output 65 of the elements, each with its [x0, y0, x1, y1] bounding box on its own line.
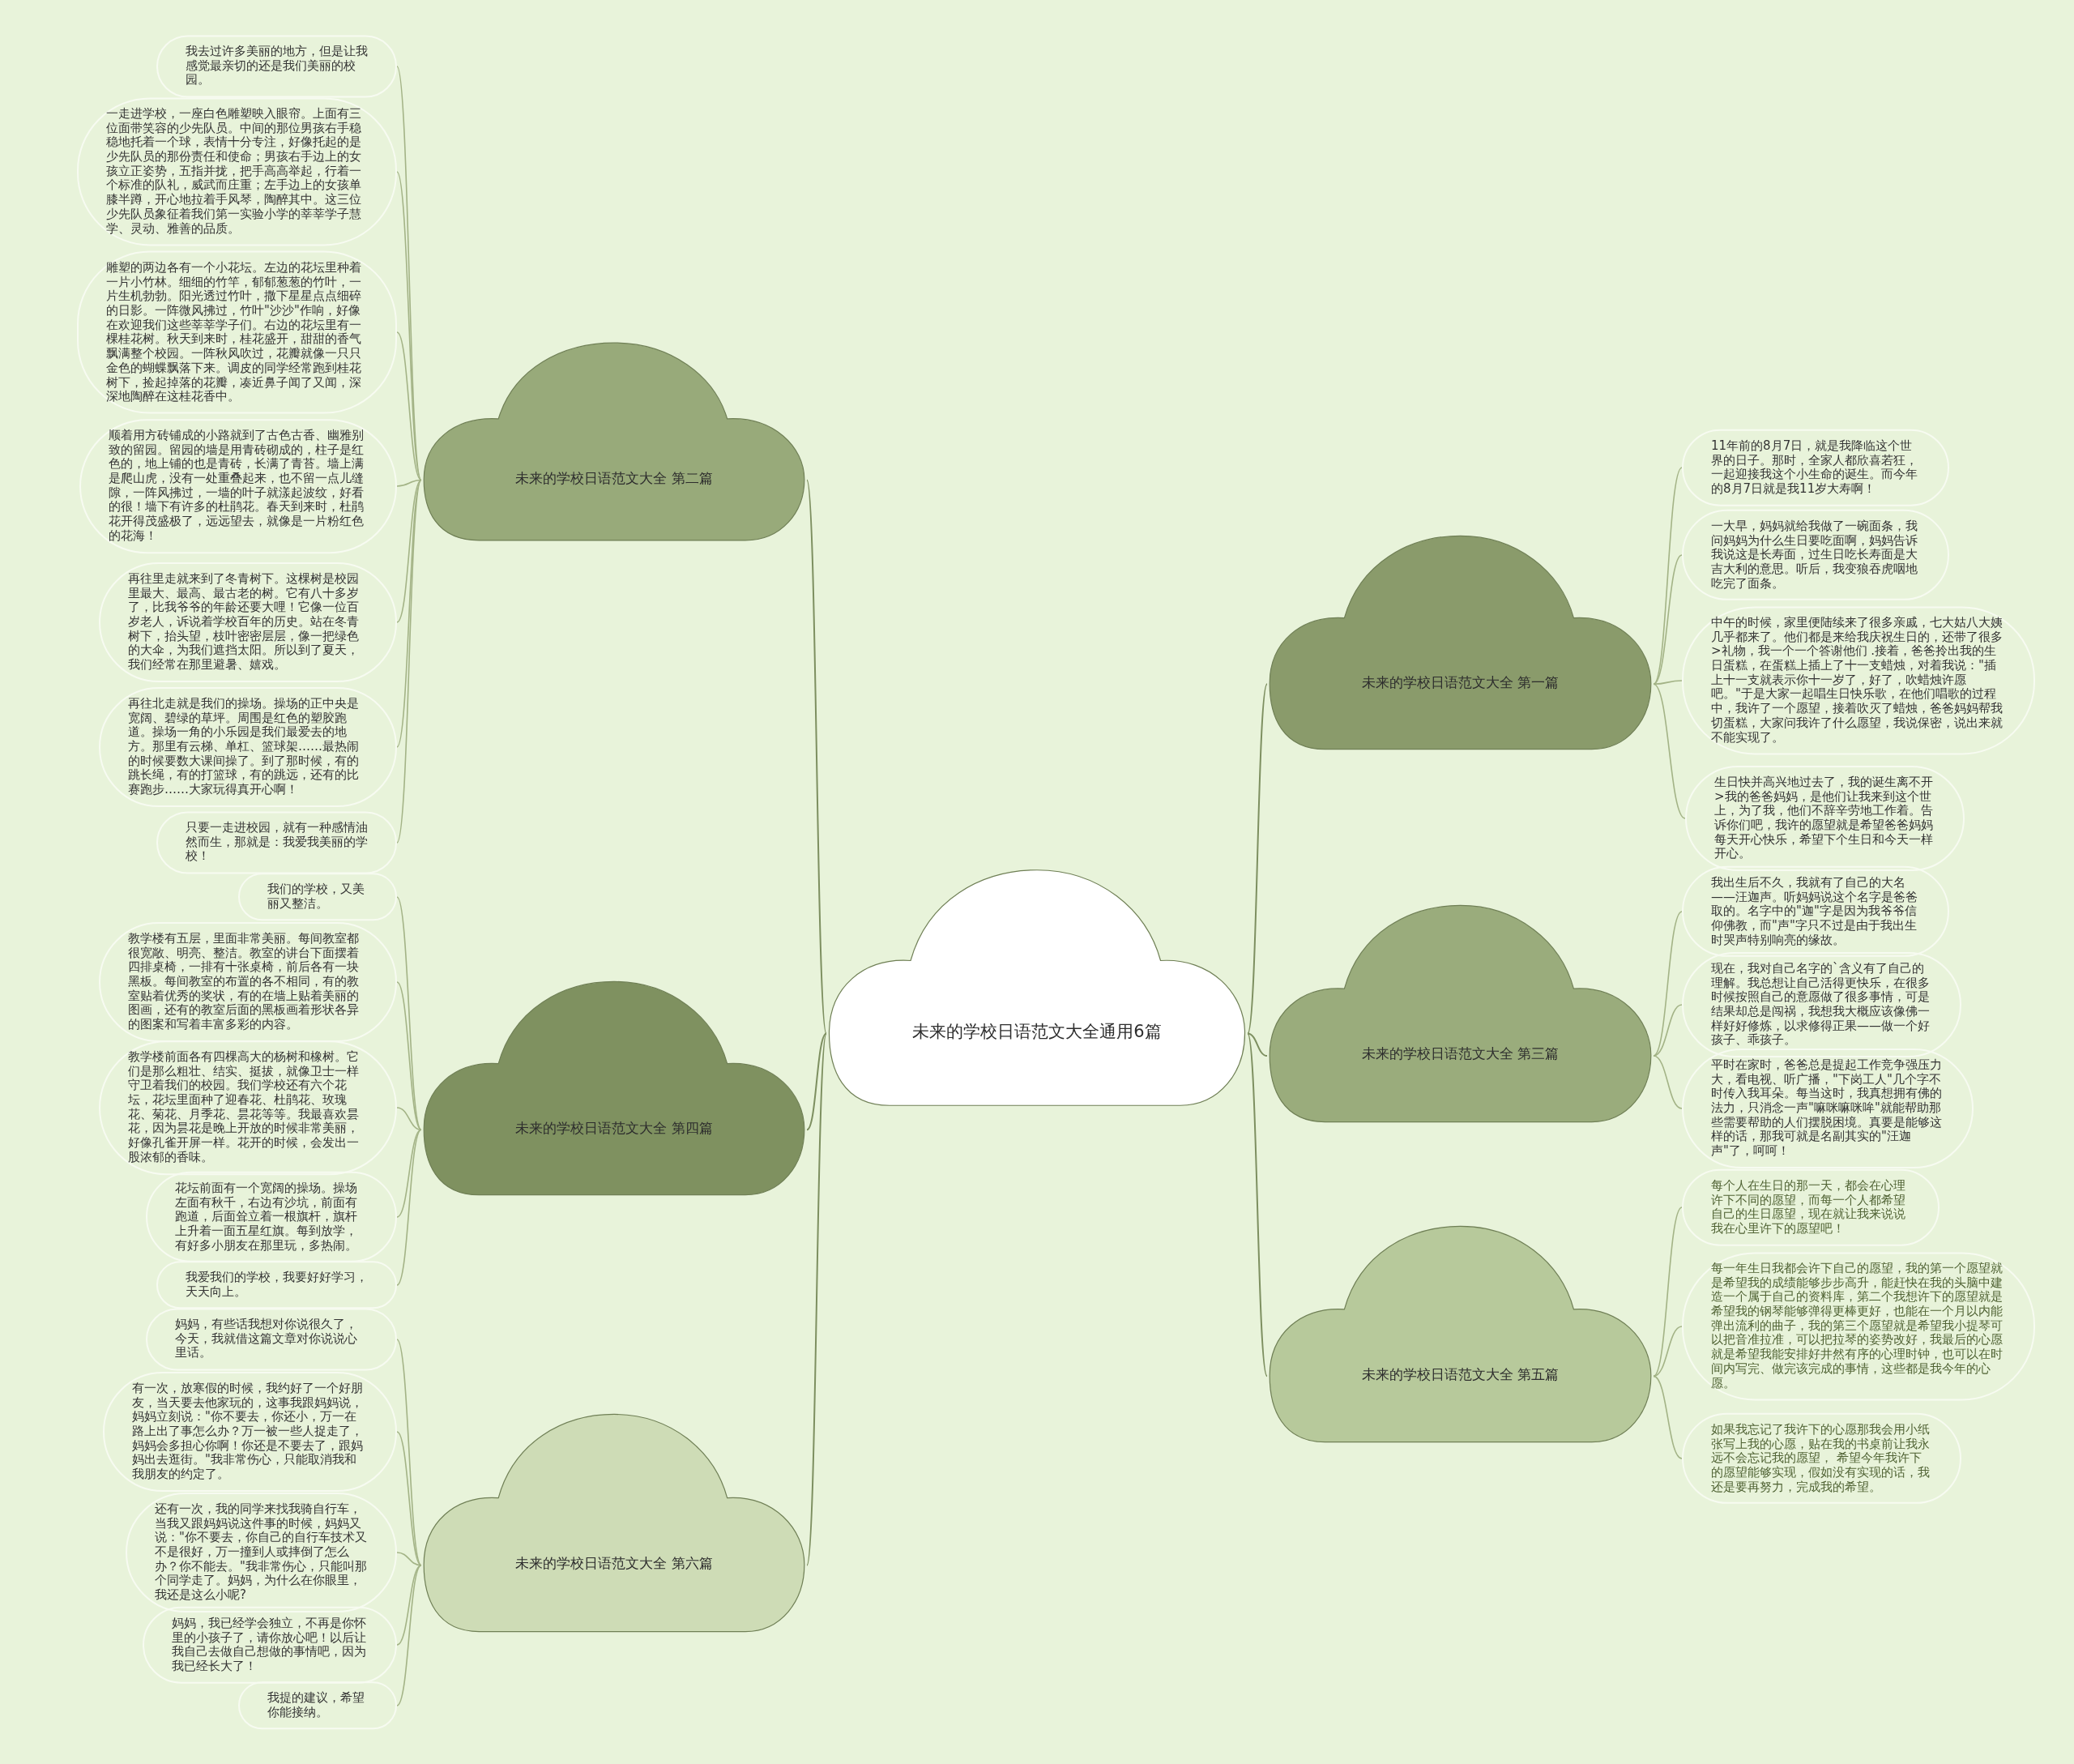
connector-line — [396, 1129, 422, 1218]
connector-line — [1653, 1326, 1683, 1377]
text-bubble: 中午的时候，家里便陆续来了很多亲戚，七大姑八大姨几乎都来了。他们都是来给我庆祝生日的，还带了很多>礼物，我一个一个答谢他们 .接着，爸爸拎出我的生日蛋糕，在蛋糕上插上了十一支蜡烛，对着我说："插上十一支就表示你十一岁了，好了，吹蜡烛许愿吧。"于是大家一起唱生日快乐歌，在他们唱歌的过程中，我许了一个愿望，接着吹灭了蜡烛，爸爸妈妈帮我切蛋糕，大家问我许了什么愿望，我说保密，说出来就不能实现了。 — [1682, 606, 2035, 755]
connector-line — [806, 1032, 827, 1566]
topic-label: 未来的学校日语范文大全 第二篇 — [514, 468, 714, 488]
connector-line — [396, 1564, 422, 1706]
connector-line — [1653, 1375, 1683, 1459]
text-bubble: 平时在家时，爸爸总是提起工作竞争强压力大，看电视、听广播，"下岗工人"几个字不时传入我耳朵。每当这时，我真想拥有佛的法力，只消念一声"嘛咪嘛咪哞"就能帮助那些需要帮助的人们摆脱困境。真要是能够这样的话，那我可就是名副其实的"汪迦声"了，呵呵！ — [1682, 1049, 1974, 1168]
text-bubble: 再往北走就是我们的操场。操场的正中央是宽阔、碧绿的草坪。周围是红色的塑胶跑道。操场一角的小乐园是我们最爱去的地方。那里有云梯、单杠、篮球架……最热闹的时候要数大课间操了。到了那时候，有的跳长绳，有的打篮球，有的跳远，还有的比赛跑步……大家玩得真开心啊！ — [99, 687, 397, 807]
connector-line — [396, 331, 422, 481]
connector-line — [396, 1129, 422, 1286]
text-bubble: 我爱我们的学校，我要好好学习，天天向上。 — [156, 1261, 397, 1309]
text-bubble: 一大早，妈妈就给我做了一碗面条，我问妈妈为什么生日要吃面啊，妈妈告诉我说这是长寿面，过生日吃长寿面是大吉大利的意思。听后，我变狼吞虎咽地吃完了面条。 — [1682, 509, 1949, 601]
text-bubble: 教学楼前面各有四棵高大的杨树和橡树。它们是那么粗壮、结实、挺拔，就像卫士一样守卫着我们的校园。我们学校还有六个花坛，花坛里面种了迎春花、杜鹃花、玫瑰花、菊花、月季花、昙花等等。我最喜欢昙花，因为昙花是晚上开放的时候非常美丽，好像孔雀开屏一样。花开的时候，会发出一股浓郁的香味。 — [99, 1040, 397, 1175]
text-bubble: 只要一走进校园，就有一种感情油然而生，那就是：我爱我美丽的学校！ — [156, 811, 397, 874]
connector-line — [1653, 1004, 1683, 1057]
topic-label: 未来的学校日语范文大全通用6篇 — [911, 1020, 1163, 1043]
connector-line — [1653, 1207, 1683, 1377]
text-bubble: 教学楼有五层，里面非常美丽。每间教室都很宽敞、明亮、整洁。教室的讲台下面摆着四排桌椅，一排有十张桌椅，前后各有一块黑板。每间教室的布置的各不相同，有的教室贴着优秀的奖状，有的在墙上贴着美丽的图画，还有的教室后面的黑板画着形状各异的图案和写着丰富多彩的内容。 — [99, 922, 397, 1042]
connector-line — [1653, 683, 1686, 819]
text-bubble: 每个人在生日的那一天，都会在心理许下不同的愿望，而每一个人都希望自己的生日愿望，现在就让我来说说我在心里许下的愿望吧！ — [1682, 1168, 1940, 1246]
text-bubble: 雕塑的两边各有一个小花坛。左边的花坛里种着一片小竹林。细细的竹竿，郁郁葱葱的竹叶，一片生机勃勃。阳光透过竹叶，撒下星星点点细碎的日影。一阵微风拂过，竹叶"沙沙"作响，好像在欢迎我们这些莘莘学子们。右边的花坛里有一棵桂花树。秋天到来时，桂花盛开，甜甜的香气飘满整个校园。一阵秋风吹过，花瓣就像一只只金色的蝴蝶飘落下来。调皮的同学经常跑到桂花树下，捡起掉落的花瓣，凑近鼻子闻了又闻，深深地陶醉在这桂花香中。 — [77, 250, 397, 414]
connector-line — [396, 981, 422, 1131]
text-bubble: 一走进学校，一座白色雕塑映入眼帘。上面有三位面带笑容的少先队员。中间的那位男孩右手稳稳地托着一个球，表情十分专注，好像托起的是少先队员的那份责任和使命；男孩右手边上的女孩立正姿势，五指并拢，把手高高举起，行着一个标准的队礼，威武而庄重；左手边上的女孩单膝半蹲，开心地拉着手风琴，陶醉其中。这三位少先队员象征着我们第一实验小学的莘莘学子慧学、灵动、雅善的品质。 — [77, 97, 397, 246]
text-bubble: 妈妈，有些话我想对你说很久了，今天，我就借这篇文章对你说说心里话。 — [146, 1308, 397, 1371]
topic-label: 未来的学校日语范文大全 第四篇 — [514, 1118, 714, 1138]
text-bubble: 我去过许多美丽的地方，但是让我感觉最亲切的还是我们美丽的校园。 — [156, 35, 397, 98]
text-bubble: 我提的建议，希望你能接纳。 — [238, 1681, 397, 1730]
text-bubble: 11年前的8月7日，就是我降临这个世界的日子。那时，全家人都欣喜若狂，一起迎接我这个小生命的诞生。而今年的8月7日就是我11岁大寿啊！ — [1682, 429, 1949, 506]
topic-label: 未来的学校日语范文大全 第五篇 — [1360, 1365, 1560, 1384]
text-bubble: 我们的学校，又美丽又整洁。 — [238, 873, 397, 921]
topic-label: 未来的学校日语范文大全 第三篇 — [1360, 1044, 1560, 1063]
text-bubble: 每一年生日我都会许下自己的愿望，我的第一个愿望就是希望我的成绩能够步步高升，能赶快在我的头脑中建造一个属于自己的资料库，第二个我想许下的愿望就是希望我的钢琴能够弹得更棒更好，也能在一个月以内能弹出流利的曲子，我的第三个愿望就是希望我小提琴可以把音准拉准，可以把拉琴的姿势改好，我最后的心愿就是希望我能安排好井然有序的心理时钟，也可以在时间内写完、做完该完成的事情，这些都是我今年的心愿。 — [1682, 1252, 2035, 1401]
topic-label: 未来的学校日语范文大全 第一篇 — [1360, 673, 1560, 692]
text-bubble: 顺着用方砖铺成的小路就到了古色古香、幽雅别致的留园。留园的墙是用青砖砌成的，柱子是红色的，地上铺的也是青砖，长满了青苔。墙上满是爬山虎，没有一处重叠起来，也不留一点儿缝隙，一阵风拂过，一墙的叶子就漾起波纹，好看的很！墙下有许多的杜鹃花。春天到来时，杜鹃花开得茂盛极了，远远望去，就像是一片粉红色的花海！ — [79, 419, 397, 553]
connector-line — [396, 479, 422, 748]
connector-line — [396, 1552, 422, 1566]
connector-line — [1653, 1055, 1683, 1109]
connector-line — [1247, 683, 1268, 1035]
text-bubble: 生日快并高兴地过去了，我的诞生离不开>我的爸爸妈妈，是他们让我来到这个世上，为了我，他们不辞辛劳地工作着。告诉你们吧，我许的愿望就是希望爸爸妈妈每天开心快乐，希望下个生日和今天一样开心。 — [1685, 765, 1965, 872]
text-bubble: 有一次，放寒假的时候，我约好了一个好朋友，当天要去他家玩的，这事我跟妈妈说，妈妈立刻说："你不要去，你还小，万一在路上出了事怎么办？万一被一些人捉走了，妈妈会多担心你啊！你还是不要去了，跟妈妈出去逛街。"我非常伤心，只能取消我和我朋友的约定了。 — [103, 1372, 397, 1492]
topic-label: 未来的学校日语范文大全 第六篇 — [514, 1553, 714, 1573]
connector-line — [1247, 1032, 1268, 1377]
text-bubble: 现在，我对自己名字的`含义有了自己的理解。我总想让自己活得更快乐，在很多时候按照自己的意愿做了很多事情，可是结果却总是闯祸，我想我大概应该像佛一样好好修炼，以求修得正果——做一个好孩子、乖孩子。 — [1682, 951, 1961, 1058]
connector-line — [1653, 680, 1683, 686]
connector-line — [1653, 554, 1683, 686]
connector-line — [1653, 467, 1683, 686]
text-bubble: 花坛前面有一个宽阔的操场。操场左面有秋千，右边有沙坑，前面有跑道，后面耸立着一根旗杆，旗杆上升着一面五星红旗。每到放学，有好多小朋友在那里玩，多热闹。 — [146, 1171, 397, 1263]
connector-line — [396, 171, 422, 481]
connector-line — [806, 1032, 827, 1131]
connector-line — [396, 479, 422, 623]
connector-line — [396, 1339, 422, 1566]
connector-line — [396, 479, 422, 844]
text-bubble: 再往里走就来到了冬青树下。这棵树是校园里最大、最高、最古老的树。它有八十多岁了，比我爷爷的年龄还要大哩！它像一位百岁老人，诉说着学校百年的历史。站在冬青树下，抬头望，枝叶密密层层，像一把绿色的大伞，为我们遮挡太阳。所以到了夏天，我们经常在那里避暑、嬉戏。 — [99, 562, 397, 682]
connector-line — [396, 896, 422, 1131]
connector-line — [396, 1431, 422, 1566]
text-bubble: 妈妈，我已经学会独立，不再是你怀里的小孩子了，请你放心吧！以后让我自己去做自己想做的事情吧，因为我已经长大了！ — [143, 1606, 397, 1684]
connector-line — [396, 1107, 422, 1131]
connector-line — [806, 479, 827, 1035]
text-bubble: 如果我忘记了我许下的心愿那我会用小纸张写上我的心愿，贴在我的书桌前让我永远不会忘记我的愿望， 希望今年我许下的愿望能够实现，假如没有实现的话，我还是要再努力，完成我的希望。 — [1682, 1412, 1961, 1505]
connector-line — [1247, 1032, 1268, 1057]
text-bubble: 还有一次，我的同学来找我骑自行车，当我又跟妈妈说这件事的时候，妈妈又说："你不要去，你自己的自行车技术又不是很好，万一撞到人或摔倒了怎么办？你不能去。"我非常伤心，只能叫那个同学走了。妈妈，为什么在你眼里，我还是这么小呢? — [126, 1493, 397, 1612]
text-bubble: 我出生后不久，我就有了自己的大名——汪迦声。听妈妈说这个名字是爸爸取的。名字中的"迦"字是因为我爷爷信仰佛教，而"声"字只不过是由于我出生时哭声特别响亮的缘故。 — [1682, 865, 1949, 958]
connector-line — [1653, 911, 1683, 1057]
connector-line — [396, 479, 422, 487]
